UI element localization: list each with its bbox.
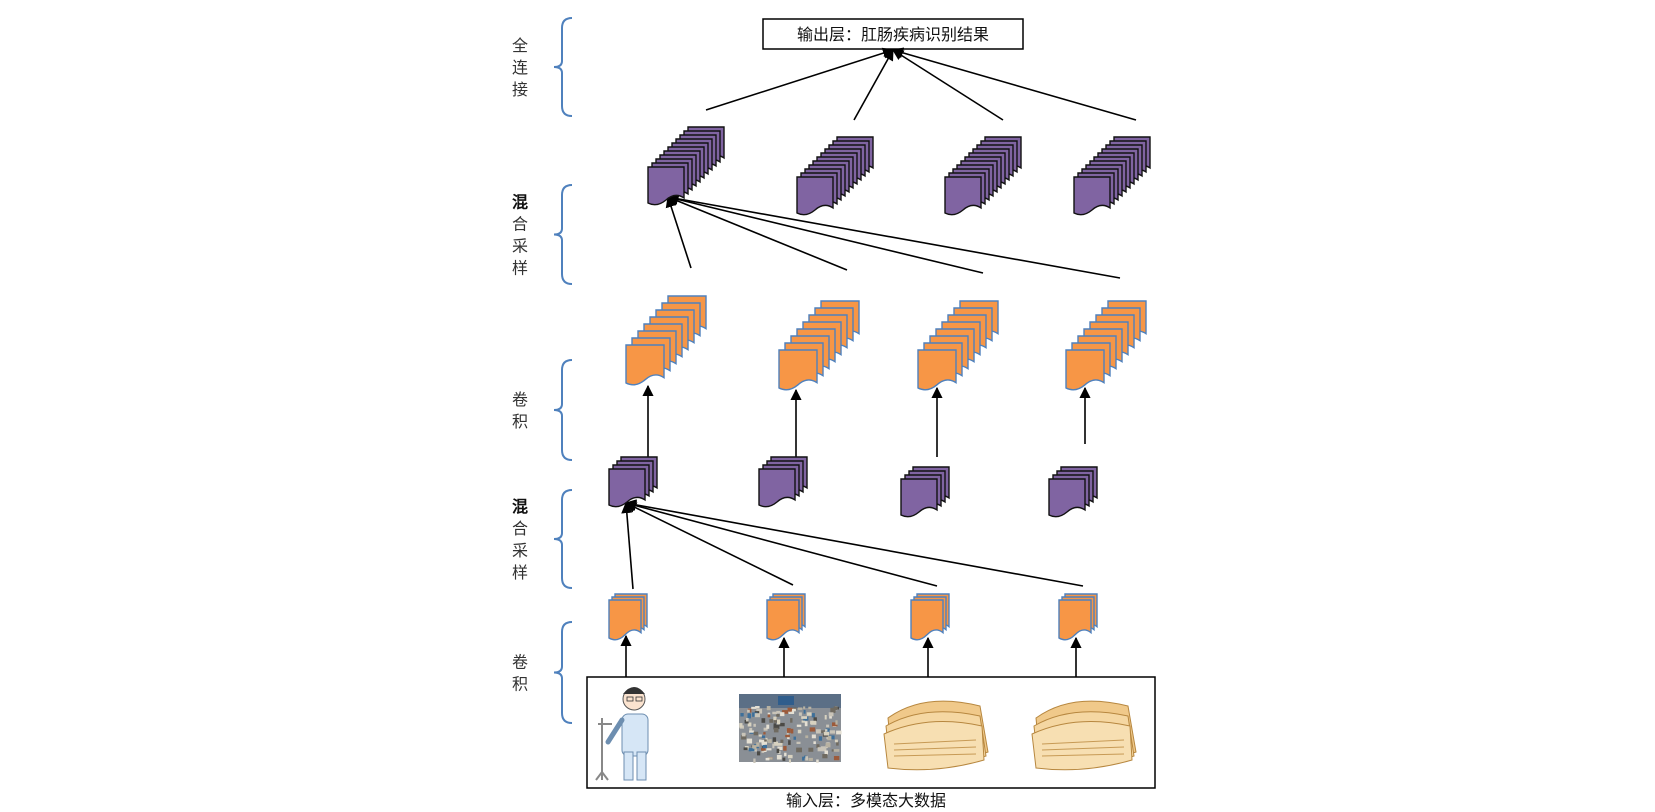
connection-arrow	[624, 499, 1084, 587]
stage-label-pool2: 混合采样	[512, 193, 528, 278]
feature-map-pool2	[647, 126, 725, 206]
feature-map-conv1	[1058, 593, 1098, 641]
feature-map-pool2	[944, 136, 1022, 216]
connection-arrow	[621, 501, 634, 590]
feature-map-conv2	[625, 295, 707, 386]
input-layer-label: 输入层：多模态大数据	[786, 791, 946, 810]
patient-icon	[595, 687, 649, 781]
feature-map-conv2	[778, 300, 860, 391]
connection-arrow	[705, 47, 895, 111]
feature-map-pool1	[1048, 466, 1098, 518]
stage-label-pool1: 混合采样	[512, 497, 528, 582]
bracket-conv1	[553, 621, 573, 724]
output-layer-label: 输出层：肛肠疾病识别结果	[797, 25, 989, 44]
connection-arrow	[665, 195, 692, 269]
feature-map-stacks	[608, 126, 1151, 641]
connection-arrow	[624, 500, 938, 587]
feature-map-conv2	[917, 300, 999, 391]
connection-arrow	[666, 195, 848, 271]
connection-arrow	[892, 49, 1004, 121]
connection-arrow	[853, 49, 894, 121]
waste-photo-icon	[739, 694, 842, 763]
connection-arrow	[666, 193, 1121, 279]
stage-label-conv1: 卷积	[512, 653, 528, 694]
bracket-pool2	[553, 184, 573, 285]
input-layer	[586, 676, 1156, 789]
feature-map-conv1	[766, 593, 806, 641]
feature-map-pool1	[758, 456, 808, 508]
feature-map-conv2	[1065, 300, 1147, 391]
feature-map-pool2	[1073, 136, 1151, 216]
bracket-conv2	[553, 359, 573, 461]
paper-files-icon	[1031, 700, 1137, 771]
feature-map-pool2	[796, 136, 874, 216]
connection-arrow	[624, 502, 794, 586]
feature-map-pool1	[900, 466, 950, 518]
feature-map-conv1	[910, 593, 950, 641]
connection-arrow	[891, 47, 1137, 121]
paper-files-icon	[883, 700, 989, 771]
stage-label-conv2: 卷积	[512, 390, 528, 431]
bracket-fc	[553, 17, 573, 117]
bracket-pool1	[553, 489, 573, 589]
feature-map-conv1	[608, 593, 648, 641]
feature-map-pool1	[608, 456, 658, 508]
connection-arrow	[666, 193, 984, 274]
connection-arrows	[620, 47, 1137, 689]
stage-label-fc: 全连接	[512, 36, 528, 99]
output-layer: 输出层：肛肠疾病识别结果	[762, 18, 1024, 50]
